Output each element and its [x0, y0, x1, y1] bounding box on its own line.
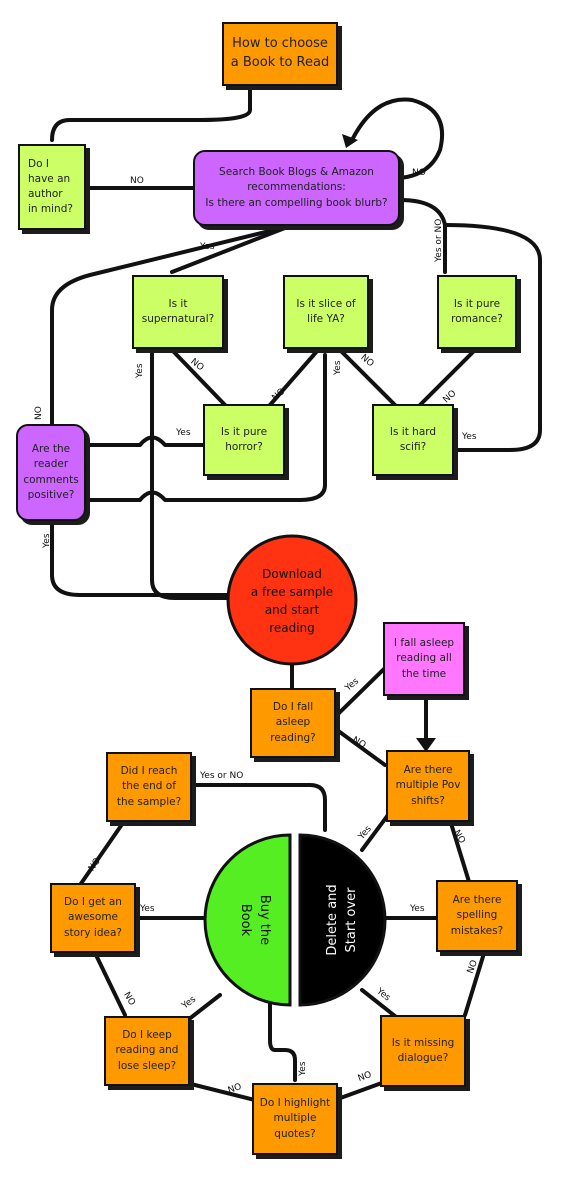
edge-search-supernatural — [170, 224, 292, 274]
node-supernatural: Is it supernatural? — [132, 275, 224, 349]
edge-start-author — [50, 83, 252, 142]
node-story-text: Do I get an awesome story idea? — [64, 896, 122, 939]
node-start-text: How to choose a Book to Read — [230, 36, 330, 70]
label-yes-or-no-right: Yes or NO — [434, 218, 444, 262]
label-author-no: NO — [130, 176, 144, 186]
edge-dialogue-spelling — [463, 948, 487, 1017]
pov-arrowhead — [416, 738, 436, 752]
node-pov: Are there multiple Pov shifts? — [386, 750, 470, 822]
node-scifi-text: Is it hard scifi? — [389, 425, 437, 453]
node-author-text: Do I have an author in mind? — [28, 157, 73, 216]
node-reader-comments: Are the reader comments positive? — [16, 424, 86, 521]
node-dialogue: Is it missing dialogue? — [380, 1015, 466, 1087]
edge-search-loop — [350, 97, 445, 180]
delete-half-circle — [298, 833, 387, 1007]
edge-fall-pink — [335, 666, 387, 717]
node-comments-text: Are the reader comments positive? — [23, 443, 79, 501]
label-author-down-no: NO — [34, 406, 44, 420]
delete-label: Delete and Start over — [324, 884, 360, 956]
edge-search-right — [443, 223, 542, 452]
node-fall-text: Do I fall asleep reading? — [270, 701, 316, 744]
download-label: Download a free sample and start reading — [250, 567, 334, 635]
node-spelling: Are there spelling mistakes? — [436, 880, 518, 952]
node-pov-text: Are there multiple Pov shifts? — [395, 764, 461, 807]
download-label-wrap: Download a free sample and start reading — [232, 555, 352, 647]
node-author: Do I have an author in mind? — [18, 144, 86, 230]
edge-fall-pov — [335, 728, 387, 767]
edge-slice-scifi — [328, 338, 397, 407]
node-end-sample: Did I reach the end of the sample? — [106, 752, 192, 822]
label-quotes-yes: Yes — [298, 1061, 308, 1076]
edge-endsample-storyidea — [78, 818, 127, 887]
edge-endsample-center — [190, 783, 327, 832]
node-romance: Is it pure romance? — [437, 275, 517, 349]
node-quotes: Do I highlight multiple quotes? — [252, 1083, 338, 1155]
edge-romance-scifi — [418, 348, 477, 407]
node-horror: Is it pure horror? — [203, 404, 285, 476]
buy-half-circle — [203, 833, 292, 1007]
edge-spelling-pov — [448, 818, 472, 887]
loop-arrowhead — [342, 134, 358, 148]
edge-storyidea-keep — [94, 953, 127, 1017]
label-end-sample-yes-or-no: Yes or NO — [200, 771, 244, 781]
node-horror-text: Is it pure horror? — [220, 425, 268, 453]
edge-search-comments — [50, 224, 292, 426]
label-scifi-yes: Yes — [462, 432, 477, 442]
node-start: How to choose a Book to Read — [222, 22, 338, 86]
label-loop-no: NO — [412, 168, 426, 178]
node-quotes-text: Do I highlight multiple quotes? — [259, 1097, 331, 1140]
node-spelling-text: Are there spelling mistakes? — [450, 894, 504, 937]
buy-label: Buy the Book — [238, 894, 273, 946]
edge-slice-horror — [268, 348, 320, 407]
edge-quotes-buy — [268, 998, 297, 1082]
node-fall-asleep: Do I fall asleep reading? — [250, 688, 336, 758]
node-supernatural-text: Is it supernatural? — [141, 297, 215, 325]
node-fall-asleep-always: I fall asleep reading all the time — [383, 622, 465, 696]
label-story-yes: Yes — [140, 904, 155, 914]
delete-label-wrap: Delete and Start over — [292, 870, 392, 970]
node-romance-text: Is it pure romance? — [451, 297, 503, 325]
node-endsample-text: Did I reach the end of the sample? — [116, 765, 182, 808]
node-story-idea: Do I get an awesome story idea? — [50, 883, 136, 953]
node-keep-text: Do I keep reading and lose sleep? — [115, 1029, 179, 1072]
node-search-text: Search Book Blogs & Amazon recommendatio… — [205, 166, 388, 209]
label-comments-yes: Yes — [42, 533, 52, 548]
node-dialogue-text: Is it missing dialogue? — [391, 1036, 455, 1064]
edge-pov-delete — [360, 813, 390, 852]
label-spelling-yes: Yes — [410, 904, 425, 914]
node-always-text: I fall asleep reading all the time — [393, 637, 455, 680]
node-scifi: Is it hard scifi? — [372, 404, 454, 476]
node-slice-of-life: Is it slice of life YA? — [283, 275, 369, 349]
node-search: Search Book Blogs & Amazon recommendatio… — [193, 150, 400, 226]
node-keep-reading: Do I keep reading and lose sleep? — [104, 1016, 190, 1086]
label-supernatural-yes: Yes — [135, 363, 145, 378]
label-slice-yes: Yes — [333, 360, 343, 375]
label-horror-yes: Yes — [176, 428, 191, 438]
edge-comments-download — [50, 518, 234, 597]
node-slice-text: Is it slice of life YA? — [296, 297, 356, 325]
edge-super-horror — [170, 348, 227, 407]
edge-slice-comments — [86, 353, 327, 502]
buy-label-wrap: Buy the Book — [215, 880, 295, 960]
download-circle — [226, 534, 358, 666]
label-search-yes: Yes — [200, 242, 215, 252]
